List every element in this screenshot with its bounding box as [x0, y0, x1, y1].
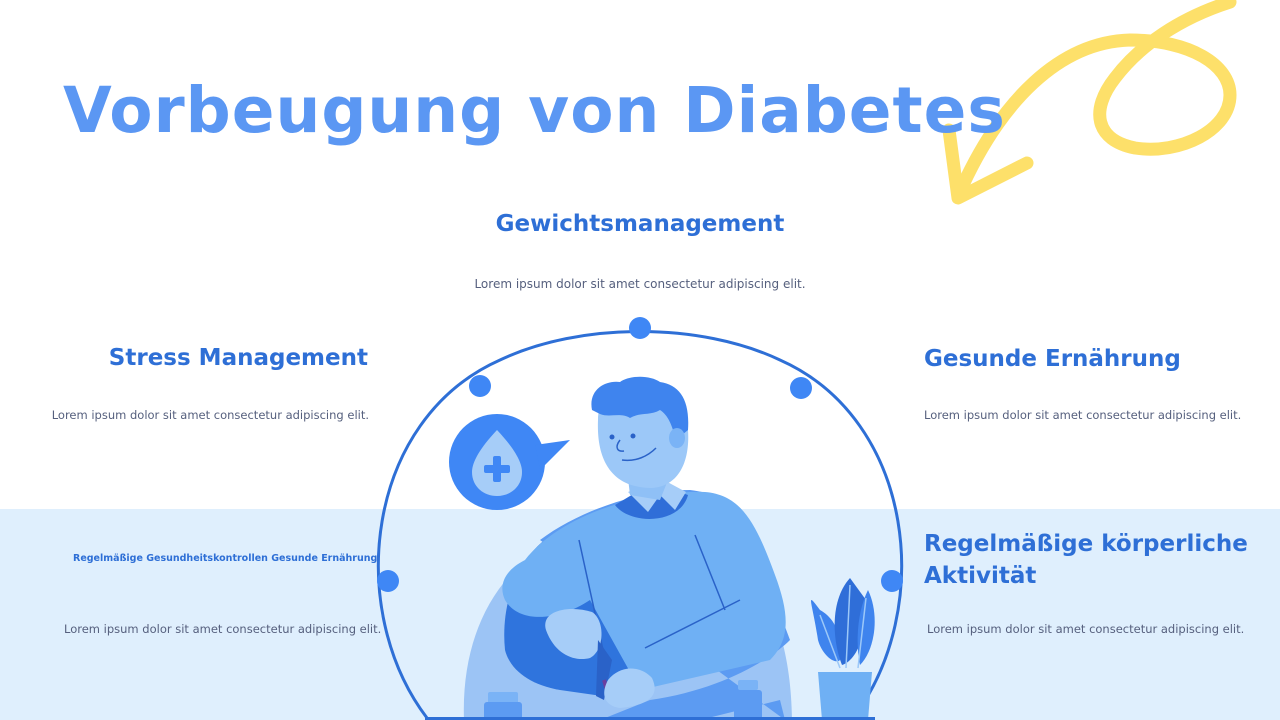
heading-gewichtsmanagement: Gewichtsmanagement	[495, 211, 785, 237]
text-stress-management: Lorem ipsum dolor sit amet consectetur a…	[51, 408, 369, 422]
heading-gesunde-ernaehrung: Gesunde Ernährung	[924, 346, 1181, 372]
text-gesunde-ernaehrung: Lorem ipsum dolor sit amet consectetur a…	[924, 408, 1242, 422]
text-gewichtsmanagement: Lorem ipsum dolor sit amet consectetur a…	[474, 277, 806, 291]
heading-gesundheitskontrollen: Regelmäßige Gesundheitskontrollen Gesund…	[73, 553, 378, 564]
text-koerperliche-aktivitaet: Lorem ipsum dolor sit amet consectetur a…	[927, 622, 1245, 636]
text-gesundheitskontrollen: Lorem ipsum dolor sit amet consectetur a…	[64, 622, 382, 636]
page-title: Vorbeugung von Diabetes	[63, 74, 1006, 147]
heading-stress-management: Stress Management	[108, 345, 368, 371]
blood-drop-plus-icon	[449, 414, 570, 510]
heading-koerperliche-aktivitaet: Regelmäßige körperliche Aktivität	[924, 531, 1248, 589]
